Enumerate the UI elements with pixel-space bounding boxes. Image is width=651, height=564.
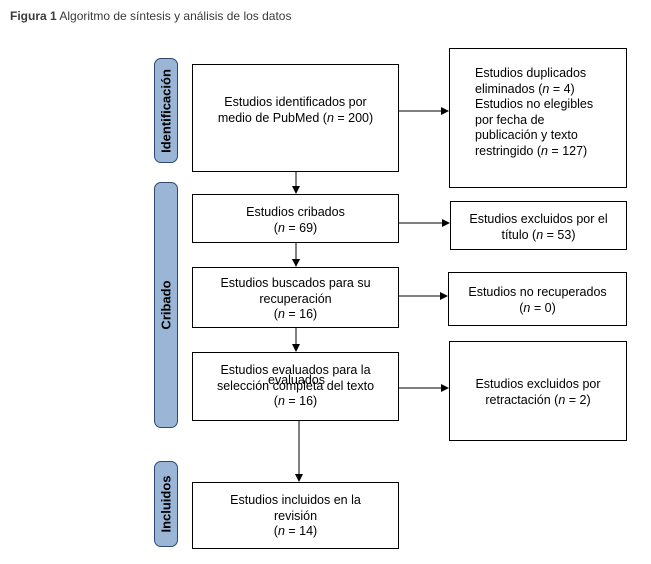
box-screened: Estudios cribados (n = 69): [192, 194, 399, 243]
included-line-2: revisión: [273, 508, 318, 523]
box-included: Estudios incluidos en la revisión (n = 1…: [192, 482, 399, 549]
removed-line-6: restringido (n = 127): [475, 143, 588, 158]
not-retrieved-line-2: (n = 0): [519, 300, 556, 315]
excluded-title-line-1: Estudios excluidos por el: [469, 212, 608, 226]
figure-caption: Figura 1 Algoritmo de síntesis y análisi…: [10, 9, 291, 23]
sought-line-1: Estudios buscados para su: [220, 276, 371, 290]
included-line-3: (n = 14): [273, 524, 318, 538]
removed-line-4: por fecha de: [475, 112, 545, 127]
box-excluded-title: Estudios excluidos por el título (n = 53…: [450, 201, 627, 250]
included-line-1: Estudios incluidos en la: [230, 493, 361, 507]
excluded-title-line-2: título (n = 53): [501, 227, 576, 242]
box-assessed: Estudios evaluados para la selección com…: [192, 352, 399, 421]
removed-line-5: publicación y texto: [475, 128, 578, 142]
not-retrieved-line-1: Estudios no recuperados: [468, 285, 607, 299]
removed-line-1: Estudios duplicados: [475, 66, 587, 80]
sought-line-2: recuperación: [259, 291, 332, 306]
screened-line-1: Estudios cribados: [246, 205, 345, 219]
assessed-line-1: Estudios evaluados para la: [220, 363, 371, 377]
sought-line-3: (n = 16): [273, 307, 318, 321]
excluded-retraction-line-2: retractación (n = 2): [485, 392, 591, 407]
box-not-retrieved: Estudios no recuperados (n = 0): [448, 272, 627, 326]
assessed-line-3: (n = 16): [273, 394, 318, 408]
box-sought: Estudios buscados para su recuperación (…: [192, 267, 399, 328]
phase-incluidos: Incluidos: [154, 461, 178, 547]
identified-line-1: Estudios identificados por: [224, 95, 367, 109]
box-excluded-retraction: Estudios excluidos por retractación (n =…: [449, 341, 627, 441]
box-identified: Estudios identificados por medio de PubM…: [192, 64, 399, 172]
phase-cribado: Cribado: [154, 182, 178, 428]
assessed-overlay-text: evaluados: [268, 373, 325, 387]
assessed-line-2: selección completa del texto: [216, 378, 375, 393]
removed-line-2: eliminados (n = 4): [475, 81, 575, 96]
excluded-retraction-line-1: Estudios excluidos por: [475, 377, 601, 391]
figure-label: Figura 1: [10, 9, 57, 23]
phase-identificacion: Identificación: [154, 58, 178, 163]
screened-line-2: (n = 69): [273, 220, 318, 235]
removed-line-3: Estudios no elegibles: [475, 97, 594, 111]
box-removed: Estudios duplicados eliminados (n = 4) E…: [449, 48, 627, 188]
identified-line-2: medio de PubMed (n = 200): [217, 110, 374, 125]
figure-title: Algoritmo de síntesis y análisis de los …: [59, 9, 292, 23]
